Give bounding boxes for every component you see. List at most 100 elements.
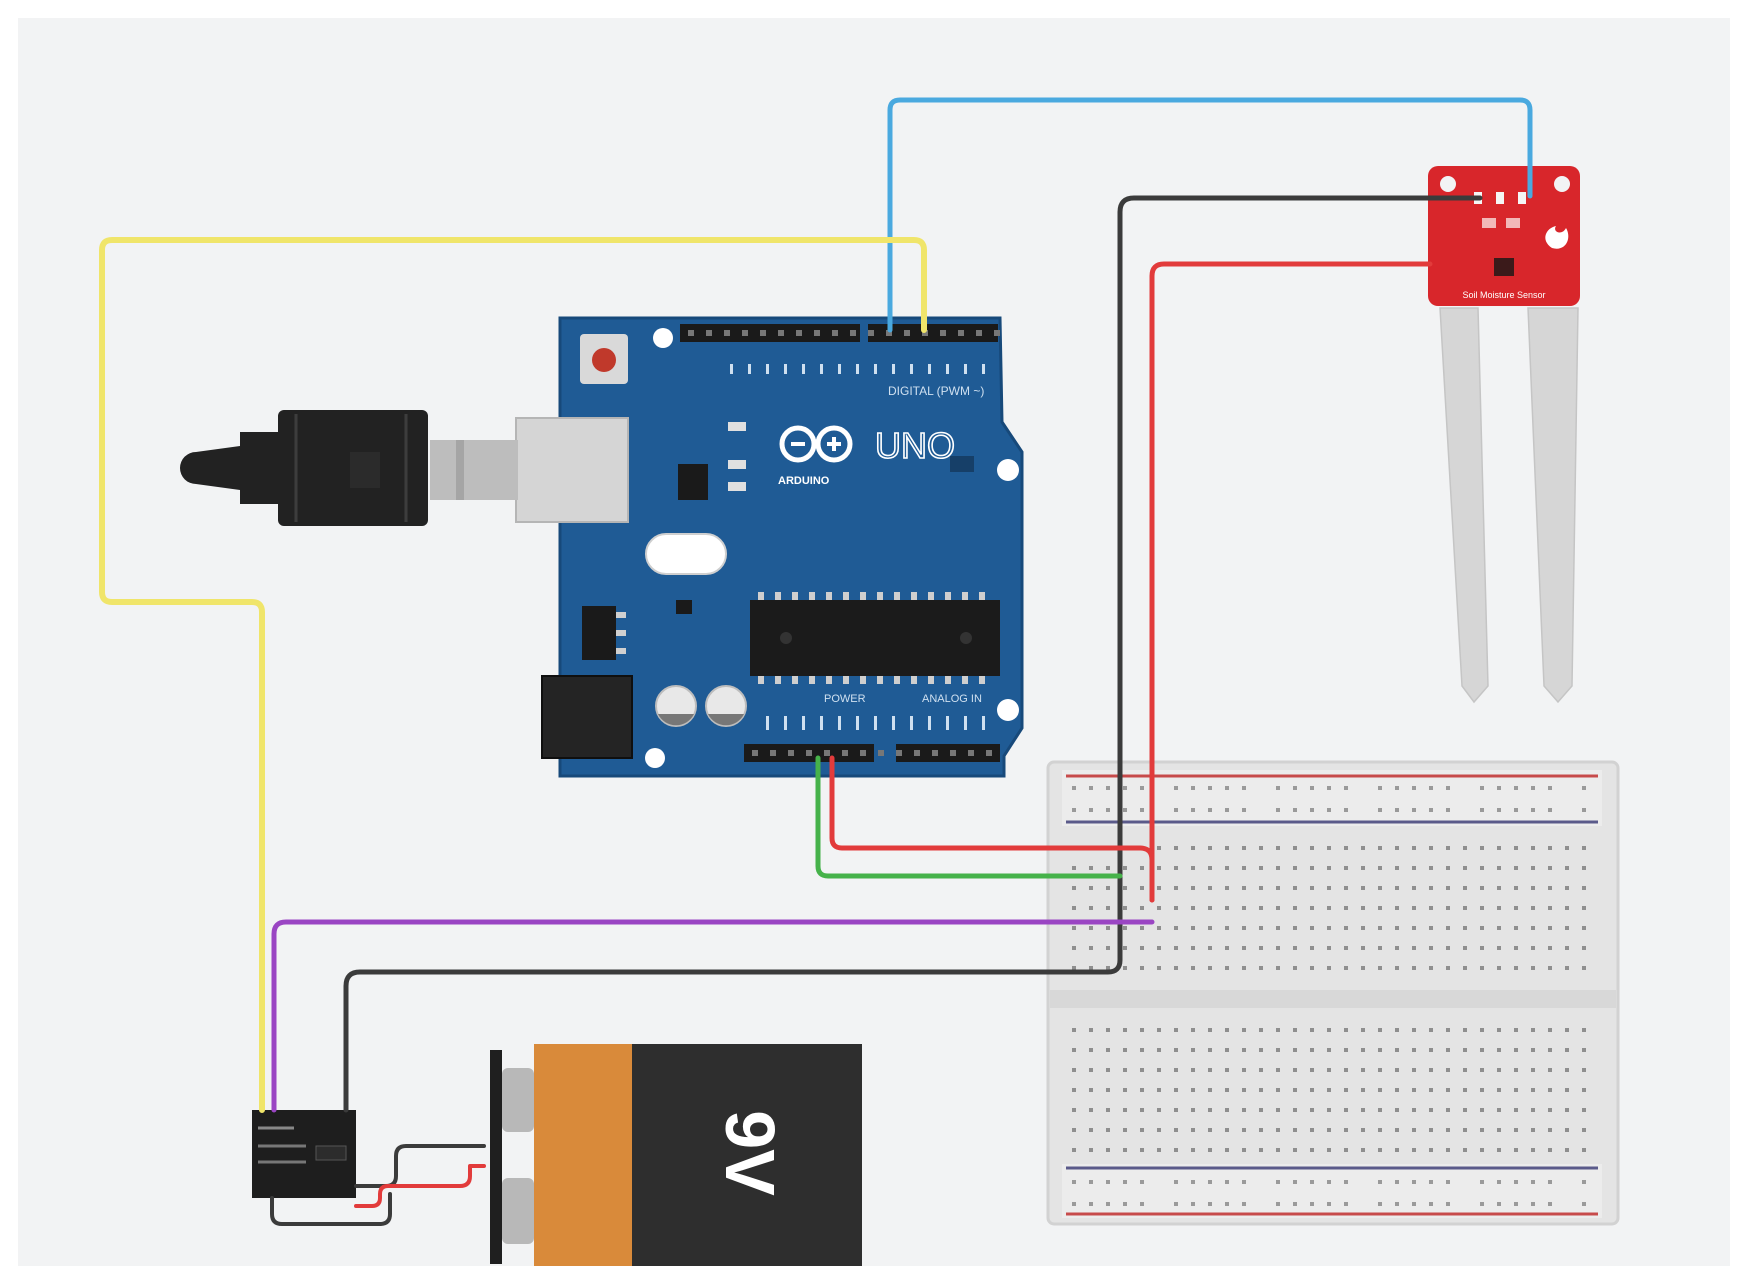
breadboard-hole — [1378, 1128, 1382, 1132]
wire-red-battery[interactable] — [354, 1164, 486, 1208]
breadboard-hole — [1140, 1202, 1144, 1206]
breadboard-hole — [1327, 846, 1331, 850]
breadboard-hole — [1582, 808, 1586, 812]
wire-black-sensor-gnd[interactable] — [343, 195, 1483, 1113]
chip-pin — [928, 592, 934, 600]
breadboard-hole — [1191, 786, 1195, 790]
breadboard-hole — [1395, 1088, 1399, 1092]
analog-header[interactable] — [896, 744, 1000, 762]
soil-moisture-sensor[interactable]: Soil Moisture Sensor — [1428, 166, 1580, 704]
breadboard-hole — [1565, 966, 1569, 970]
breadboard-hole — [1412, 866, 1416, 870]
breadboard-hole — [1225, 1148, 1229, 1152]
breadboard-hole — [1327, 946, 1331, 950]
breadboard-hole — [1106, 866, 1110, 870]
wire-red-5v[interactable] — [829, 755, 1155, 903]
pin-marker — [820, 716, 823, 730]
breadboard-hole — [1191, 1028, 1195, 1032]
breadboard-hole — [1174, 1108, 1178, 1112]
breadboard-hole — [1548, 1202, 1552, 1206]
breadboard-hole — [1276, 906, 1280, 910]
breadboard-hole — [1497, 946, 1501, 950]
breadboard-hole — [1327, 926, 1331, 930]
breadboard-hole — [1191, 1088, 1195, 1092]
breadboard-hole — [1429, 1048, 1433, 1052]
breadboard-hole — [1361, 1148, 1365, 1152]
header-pin — [770, 750, 776, 756]
breadboard-hole — [1480, 1180, 1484, 1184]
breadboard-hole — [1140, 866, 1144, 870]
breadboard-hole — [1327, 1128, 1331, 1132]
breadboard-hole — [1174, 1180, 1178, 1184]
capacitor — [705, 685, 747, 727]
wire-green-gnd[interactable] — [815, 755, 1123, 879]
breadboard-hole — [1089, 1108, 1093, 1112]
breadboard-hole — [1208, 966, 1212, 970]
breadboard-hole — [1582, 866, 1586, 870]
usb-cable[interactable] — [180, 410, 518, 526]
breadboard-hole — [1548, 1048, 1552, 1052]
icsp-header — [950, 456, 974, 472]
sensor-pin[interactable] — [1518, 192, 1526, 204]
wire-black-battery-return[interactable] — [270, 1192, 392, 1226]
breadboard-hole — [1293, 1108, 1297, 1112]
sensor-pin[interactable] — [1496, 192, 1504, 204]
header-pin — [904, 330, 910, 336]
usb-port[interactable] — [515, 417, 629, 523]
breadboard-hole — [1480, 1068, 1484, 1072]
breadboard-hole — [1531, 1180, 1535, 1184]
reset-button-cap[interactable] — [592, 348, 616, 372]
breadboard-hole — [1191, 808, 1195, 812]
breadboard-hole — [1089, 808, 1093, 812]
breadboard-hole — [1072, 966, 1076, 970]
chip-pin — [945, 676, 951, 684]
breadboard-hole — [1157, 966, 1161, 970]
breadboard-hole — [1208, 886, 1212, 890]
breadboard-hole — [1395, 1180, 1399, 1184]
breadboard-hole — [1140, 1108, 1144, 1112]
breadboard-hole — [1497, 1180, 1501, 1184]
breadboard-hole — [1548, 846, 1552, 850]
digital-header-left[interactable] — [680, 324, 860, 342]
breadboard-hole — [1072, 1148, 1076, 1152]
breadboard-hole — [1225, 846, 1229, 850]
breadboard[interactable] — [1046, 760, 1620, 1226]
switch-module[interactable] — [252, 1110, 356, 1198]
breadboard-hole — [1395, 808, 1399, 812]
breadboard-hole — [1565, 866, 1569, 870]
breadboard-hole — [1344, 786, 1348, 790]
dc-power-jack[interactable] — [541, 675, 633, 759]
breadboard-hole — [1242, 946, 1246, 950]
breadboard-hole — [1548, 906, 1552, 910]
breadboard-hole — [1531, 1108, 1535, 1112]
breadboard-hole — [1378, 1048, 1382, 1052]
wire-purple[interactable] — [271, 919, 1155, 1113]
wire-red-sensor-vcc[interactable] — [1149, 261, 1433, 903]
breadboard-hole — [1514, 926, 1518, 930]
breadboard-hole — [1548, 946, 1552, 950]
pin-marker — [820, 364, 823, 374]
breadboard-hole — [1225, 1088, 1229, 1092]
breadboard-hole — [1582, 1148, 1586, 1152]
breadboard-hole — [1327, 1088, 1331, 1092]
arduino-uno-board[interactable]: DIGITAL (PWM ~) UNO ARDUINO — [515, 316, 1024, 778]
power-label: POWER — [824, 693, 866, 705]
smd-component — [728, 460, 746, 469]
header-pin — [706, 330, 712, 336]
breadboard-hole — [1446, 1180, 1450, 1184]
wire-yellow[interactable] — [99, 237, 927, 1113]
breadboard-hole — [1106, 1028, 1110, 1032]
breadboard-hole — [1548, 866, 1552, 870]
breadboard-hole — [1208, 1108, 1212, 1112]
header-pin — [868, 330, 874, 336]
wire-blue[interactable] — [887, 97, 1533, 333]
breadboard-hole — [1514, 1088, 1518, 1092]
digital-header-right[interactable] — [868, 324, 998, 342]
breadboard-hole — [1242, 1202, 1246, 1206]
battery-9v[interactable]: 9V — [490, 1044, 862, 1266]
breadboard-hole — [1361, 846, 1365, 850]
breadboard-hole — [1157, 926, 1161, 930]
chip-pin — [860, 676, 866, 684]
header-pin — [860, 750, 866, 756]
mounting-hole — [997, 699, 1019, 721]
